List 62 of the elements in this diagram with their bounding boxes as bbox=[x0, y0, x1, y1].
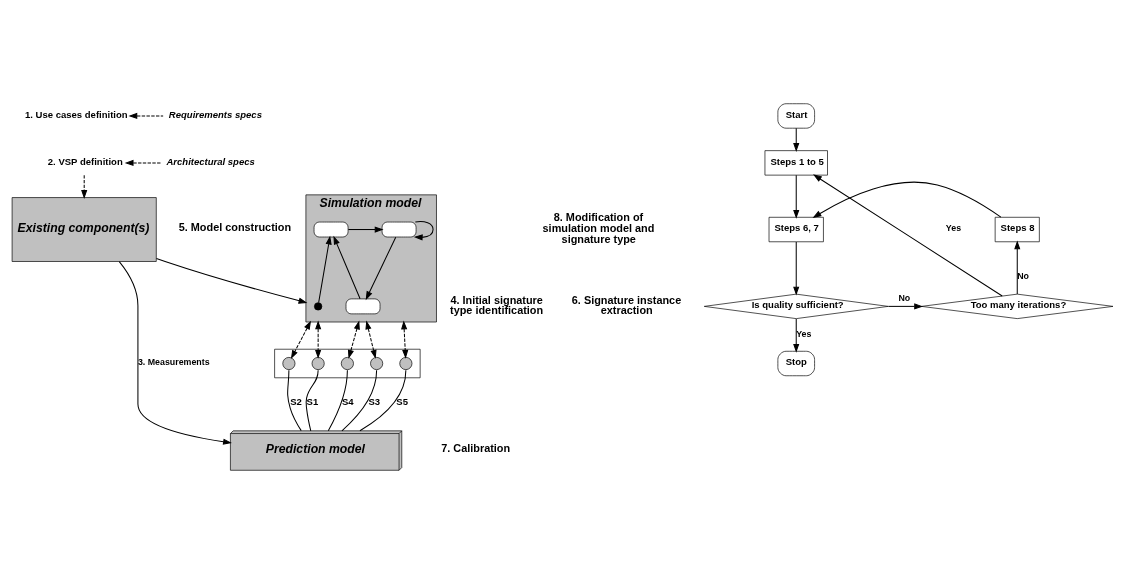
arrow bbox=[413, 220, 434, 240]
label: 4. Initial signature type identification bbox=[450, 293, 544, 316]
node-text: 2. VSP definition bbox=[47, 155, 123, 167]
arrow bbox=[793, 241, 800, 296]
edge-label: S1 bbox=[306, 395, 319, 407]
arrow bbox=[290, 320, 311, 359]
arrow bbox=[333, 235, 361, 299]
arrow bbox=[124, 159, 162, 166]
arrow bbox=[315, 319, 322, 359]
arrow bbox=[401, 319, 409, 359]
arrow bbox=[128, 112, 164, 119]
arrow bbox=[81, 174, 88, 199]
node-box bbox=[381, 221, 417, 237]
node-diamond: Too many iterations? bbox=[921, 293, 1114, 319]
arrow bbox=[887, 302, 924, 309]
edge-label: 3. Measurements bbox=[137, 356, 210, 367]
node-text: Requirements specs bbox=[168, 108, 262, 120]
arrow bbox=[365, 236, 397, 300]
arrow bbox=[155, 257, 308, 304]
node-box: Steps 8 bbox=[994, 216, 1040, 242]
arrow bbox=[347, 320, 360, 359]
node-circle bbox=[340, 356, 354, 370]
node-circle bbox=[311, 356, 325, 370]
arrow bbox=[118, 260, 232, 445]
label: 8. Modification of simulation model and signature type bbox=[542, 210, 655, 245]
node-box bbox=[345, 298, 381, 314]
edge-label: S4 bbox=[341, 395, 354, 407]
node-label: 7. Calibration bbox=[441, 441, 511, 454]
edge-label: S2 bbox=[290, 395, 302, 407]
arrow bbox=[793, 174, 800, 219]
connector bbox=[305, 369, 319, 431]
label: 5. Model construction bbox=[178, 220, 292, 233]
arrow bbox=[365, 320, 377, 359]
node-box: Start bbox=[777, 102, 815, 129]
connector bbox=[359, 369, 407, 431]
arrow bbox=[813, 173, 1003, 297]
arrow bbox=[318, 235, 332, 303]
node-box bbox=[313, 221, 349, 237]
node-box: Steps 6, 7 bbox=[768, 216, 824, 242]
edge-label: No bbox=[898, 292, 911, 303]
node-circle bbox=[282, 356, 296, 370]
node-circle bbox=[399, 356, 413, 370]
connector bbox=[287, 369, 302, 431]
node-circle bbox=[370, 356, 384, 370]
node-box: Steps 1 to 5 bbox=[764, 149, 828, 175]
node-box: Existing component(s) bbox=[11, 196, 157, 262]
label: 6. Signature instance extraction bbox=[571, 293, 682, 316]
arrow bbox=[793, 127, 800, 152]
connector bbox=[327, 369, 348, 431]
node-box: Stop bbox=[777, 350, 815, 376]
arrow bbox=[812, 181, 1002, 218]
edge-label: S5 bbox=[396, 395, 408, 407]
node-text: Architectural specs bbox=[166, 155, 255, 167]
arrow bbox=[1014, 239, 1021, 294]
node-text: 1. Use cases definition bbox=[25, 108, 128, 120]
edge-label: Yes bbox=[945, 222, 962, 233]
edge-label: S3 bbox=[368, 395, 381, 407]
connector bbox=[341, 369, 378, 431]
node-circle bbox=[314, 301, 323, 310]
arrow bbox=[347, 225, 384, 233]
node-diamond: Is quality sufficient? bbox=[703, 293, 889, 319]
arrow bbox=[793, 317, 800, 353]
